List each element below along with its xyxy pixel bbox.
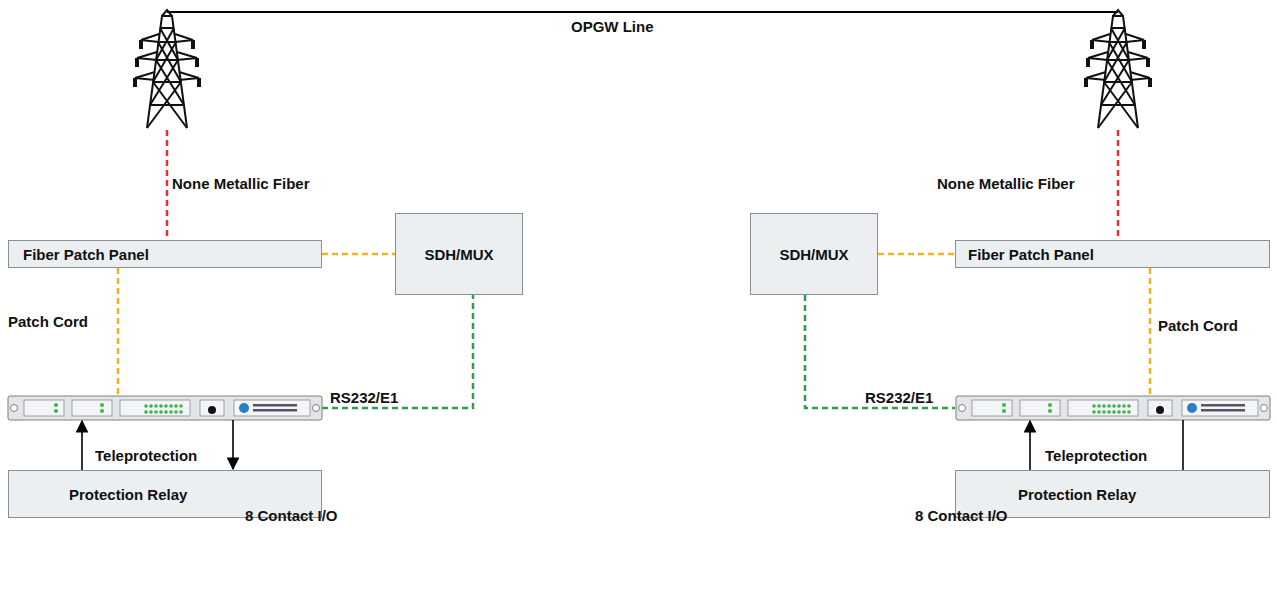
patch-panel: Fiber Patch Panel <box>955 240 1270 268</box>
fiber-link <box>878 253 955 256</box>
mux-box: SDH/MUX <box>750 213 878 295</box>
fiber-label: None Metallic Fiber <box>937 175 1075 192</box>
io-label: 8 Contact I/O <box>915 507 1008 524</box>
box-text: Protection Relay <box>1018 486 1136 503</box>
box-text: Fiber Patch Panel <box>23 246 149 263</box>
box-text: Protection Relay <box>69 486 187 503</box>
interface-label: RS232/E1 <box>865 389 933 406</box>
box-text: Fiber Patch Panel <box>968 246 1094 263</box>
fiber-label: None Metallic Fiber <box>172 175 310 192</box>
box-text: SDH/MUX <box>424 245 493 264</box>
cord-label: Patch Cord <box>8 313 88 330</box>
cord-label: Patch Cord <box>1158 317 1238 334</box>
signal-label: Teleprotection <box>1045 447 1147 464</box>
box-text: SDH/MUX <box>779 245 848 264</box>
line-label: OPGW Line <box>571 18 654 35</box>
interface-label: RS232/E1 <box>330 389 398 406</box>
patch-panel: Fiber Patch Panel <box>8 240 322 268</box>
signal-label: Teleprotection <box>95 447 197 464</box>
io-label: 8 Contact I/O <box>245 507 338 524</box>
fiber-link <box>322 253 395 256</box>
mux-box: SDH/MUX <box>395 213 523 295</box>
